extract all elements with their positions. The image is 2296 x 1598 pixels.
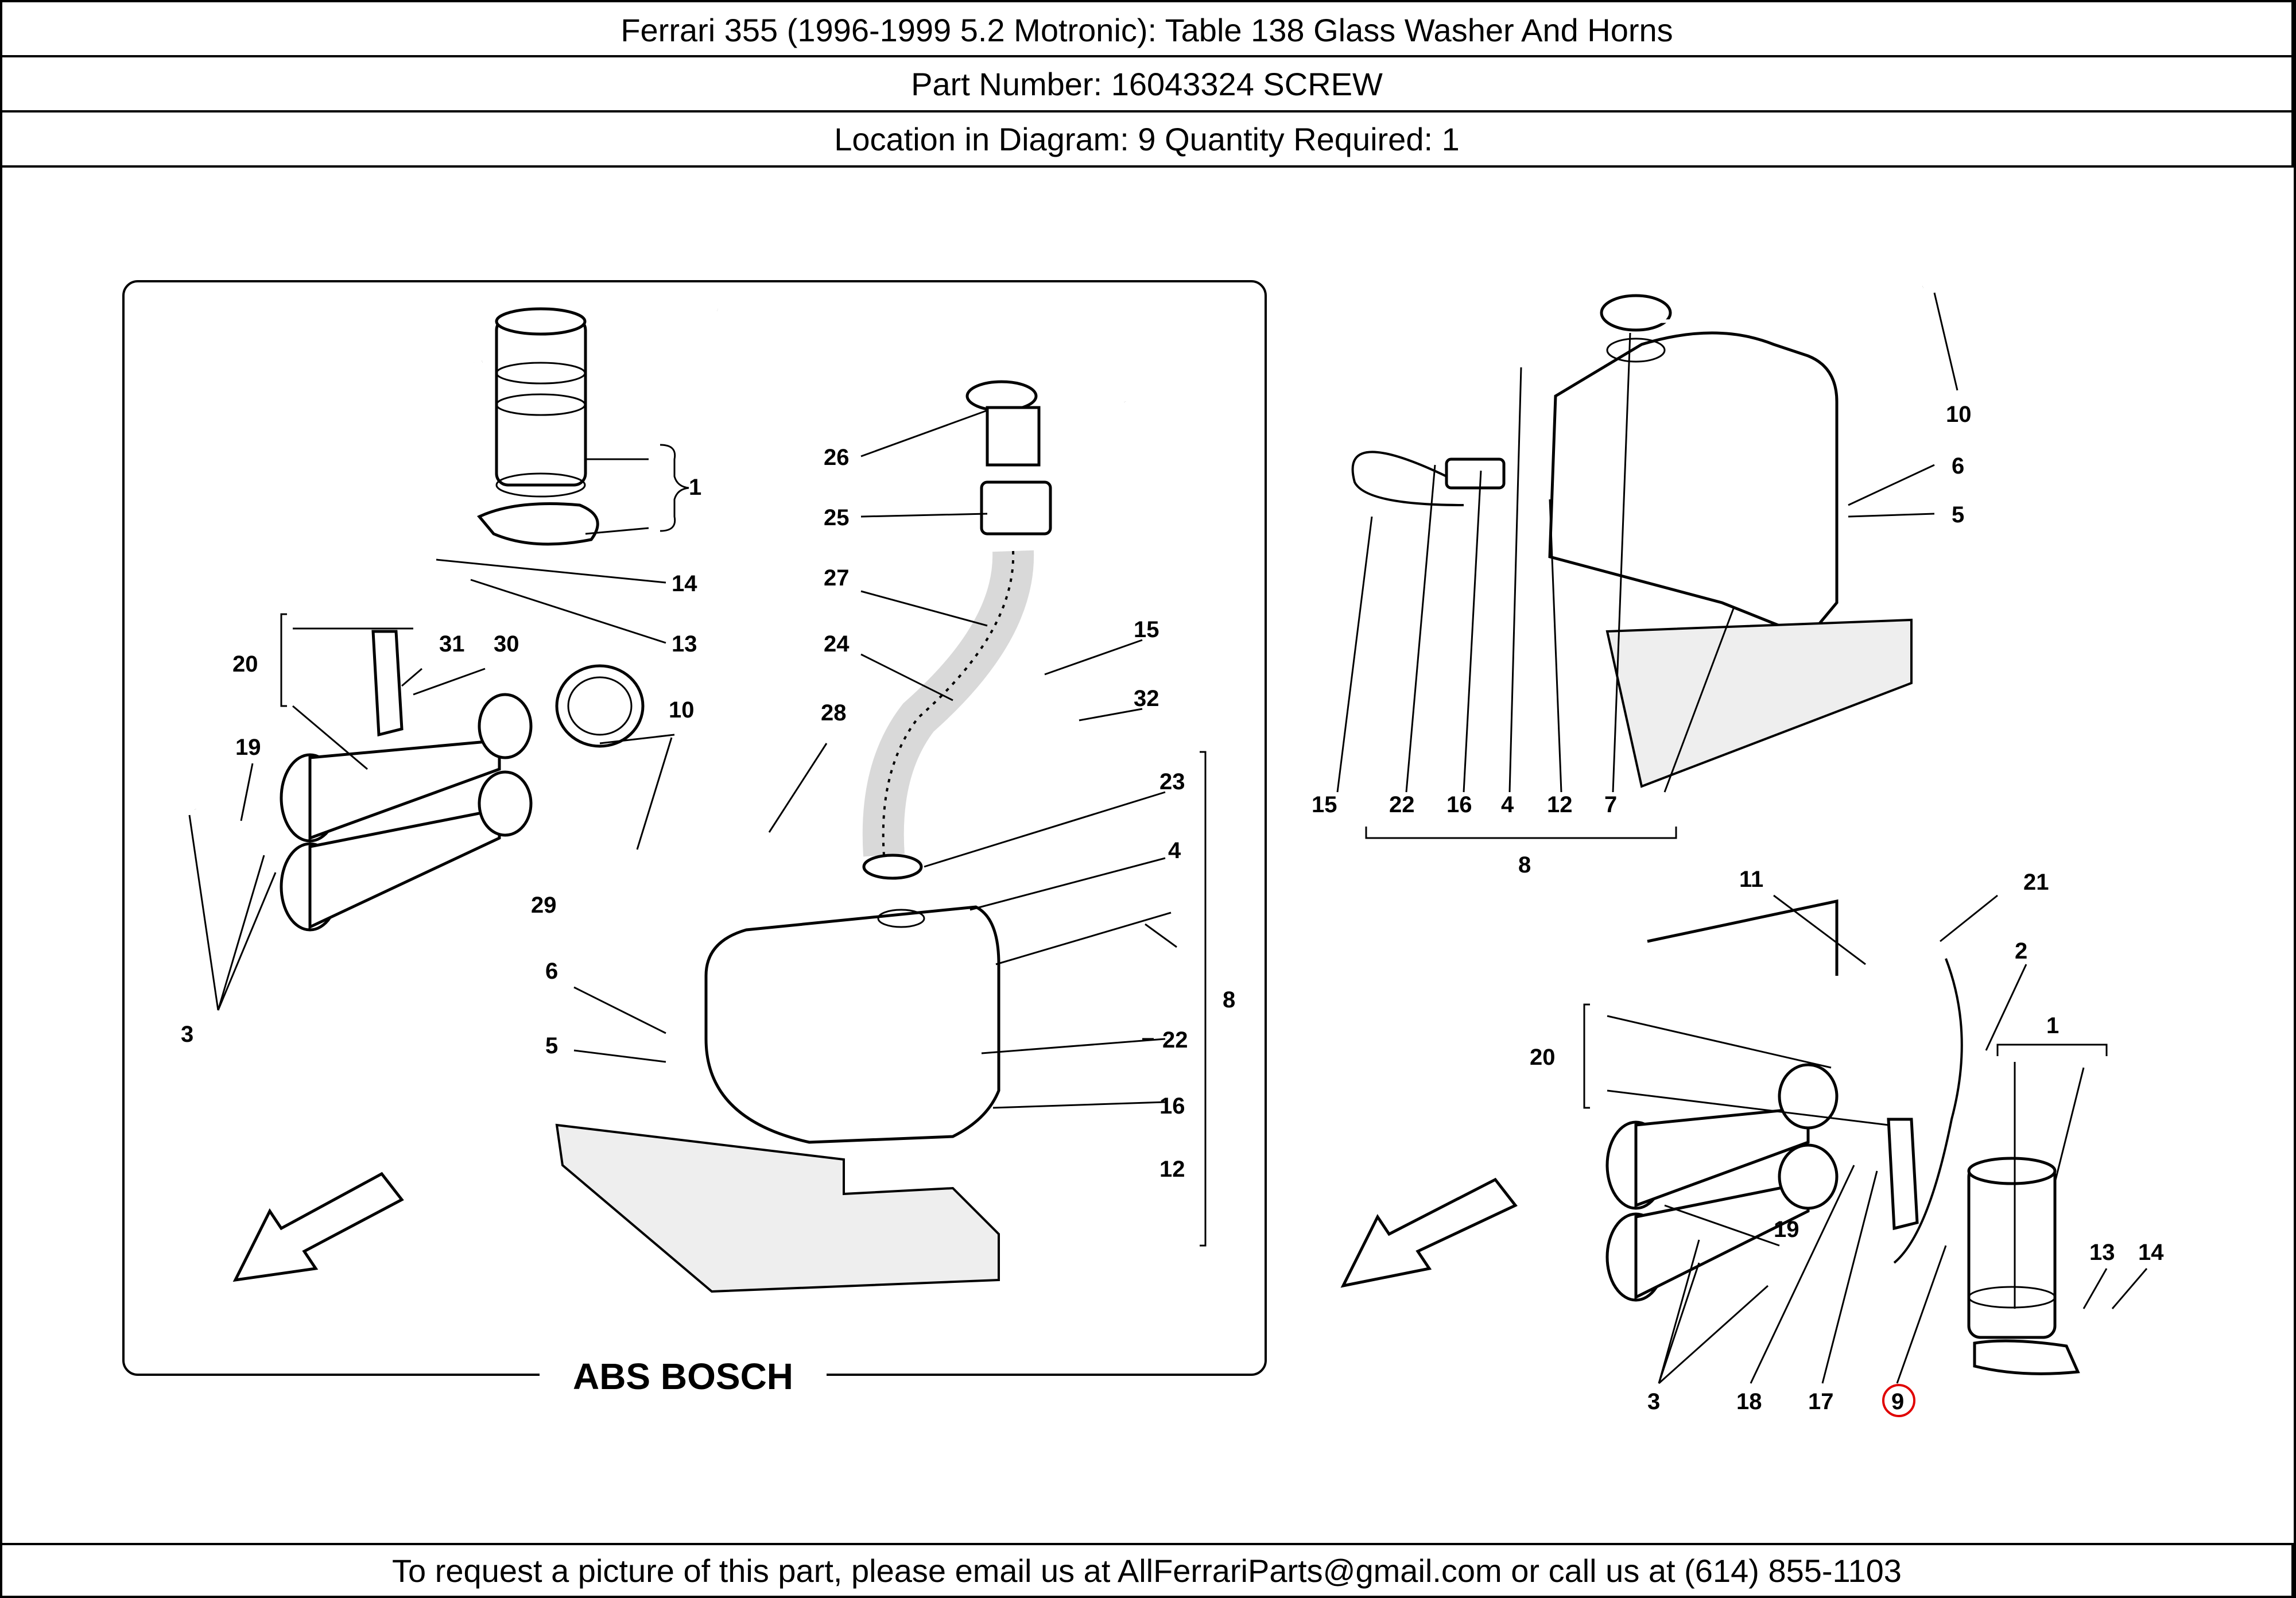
callout-23: 23	[1159, 769, 1185, 794]
highlight-circle	[1882, 1384, 1915, 1417]
callout-26: 26	[824, 445, 850, 470]
part-number: Part Number: 16043324 SCREW	[0, 55, 2294, 110]
callout-15: 15	[1312, 792, 1337, 817]
callout-31: 31	[439, 631, 465, 657]
callout-32: 32	[1134, 686, 1159, 711]
horn-left-upper	[280, 693, 533, 843]
callout-6: 6	[545, 959, 558, 984]
callout-27: 27	[824, 565, 850, 591]
parts-diagram: ABS BOSCH	[122, 280, 2164, 1417]
callout-12: 12	[1159, 1157, 1185, 1182]
callout-8: 8	[1223, 987, 1235, 1013]
callout-29: 29	[531, 893, 557, 918]
callout-28: 28	[821, 700, 847, 726]
callout-11: 11	[1739, 867, 1763, 892]
callout-6: 6	[1952, 453, 1964, 479]
callout-4: 4	[1168, 838, 1181, 863]
callout-25: 25	[824, 505, 850, 530]
callout-20: 20	[1530, 1045, 1556, 1070]
callout-13: 13	[672, 631, 697, 657]
callout-labels-left: 1 14 13 20 31 30 19 10 29 3 26 25 27 24 …	[181, 445, 1235, 1182]
callout-labels-right-bottom: 11 21 2 1 20 13 14 19 3 18 17 9	[1530, 867, 2164, 1417]
callout-labels-right-top: 10 6 5 15 22 16 4 12 7 8	[1312, 402, 1972, 878]
callout-3: 3	[1647, 1389, 1660, 1414]
callout-19: 19	[1774, 1217, 1799, 1242]
direction-arrow-right	[1340, 1177, 1518, 1288]
callout-7: 7	[1604, 792, 1617, 817]
callout-22: 22	[1162, 1027, 1188, 1053]
horn-right-upper	[1605, 1063, 1839, 1210]
callout-3: 3	[181, 1022, 193, 1047]
callout-21: 21	[2023, 870, 2049, 895]
page-title: Ferrari 355 (1996-1999 5.2 Motronic): Ta…	[0, 0, 2294, 57]
callout-8: 8	[1518, 852, 1531, 878]
callout-24: 24	[824, 631, 850, 657]
callout-14: 14	[672, 571, 697, 596]
washer-pump-right	[1967, 1157, 2080, 1375]
callout-10: 10	[1946, 402, 1972, 427]
callout-1: 1	[2046, 1013, 2059, 1038]
callout-2: 2	[2015, 938, 2027, 964]
callout-17: 17	[1808, 1389, 1834, 1414]
direction-arrow-left	[232, 1172, 404, 1282]
callout-15: 15	[1134, 617, 1159, 642]
callout-5: 5	[1952, 502, 1964, 528]
callout-22: 22	[1389, 792, 1415, 817]
callout-13: 13	[2089, 1240, 2115, 1265]
callout-5: 5	[545, 1033, 558, 1058]
callout-10: 10	[669, 697, 695, 723]
washer-reservoir-left	[704, 905, 1000, 1144]
washer-pump-left	[476, 307, 599, 546]
callout-19: 19	[235, 735, 261, 760]
horn-right-lower	[1605, 1143, 1839, 1302]
callout-9-highlighted: 9	[1891, 1389, 1904, 1414]
leader-lines	[188, 292, 2148, 1384]
callout-20: 20	[232, 651, 258, 677]
washer-reservoir-right	[1548, 331, 1839, 639]
footer-contact: To request a picture of this part, pleas…	[0, 1543, 2294, 1598]
callout-14: 14	[2138, 1240, 2164, 1265]
callout-16: 16	[1159, 1093, 1185, 1119]
callout-12: 12	[1547, 792, 1573, 817]
horn-left-lower	[280, 770, 533, 932]
callout-16: 16	[1446, 792, 1472, 817]
callout-1: 1	[689, 475, 701, 500]
location-info: Location in Diagram: 9 Quantity Required…	[0, 110, 2294, 168]
callout-4: 4	[1501, 792, 1514, 817]
callout-30: 30	[494, 631, 519, 657]
callout-18: 18	[1736, 1389, 1762, 1414]
brand-label: ABS BOSCH	[573, 1356, 793, 1397]
